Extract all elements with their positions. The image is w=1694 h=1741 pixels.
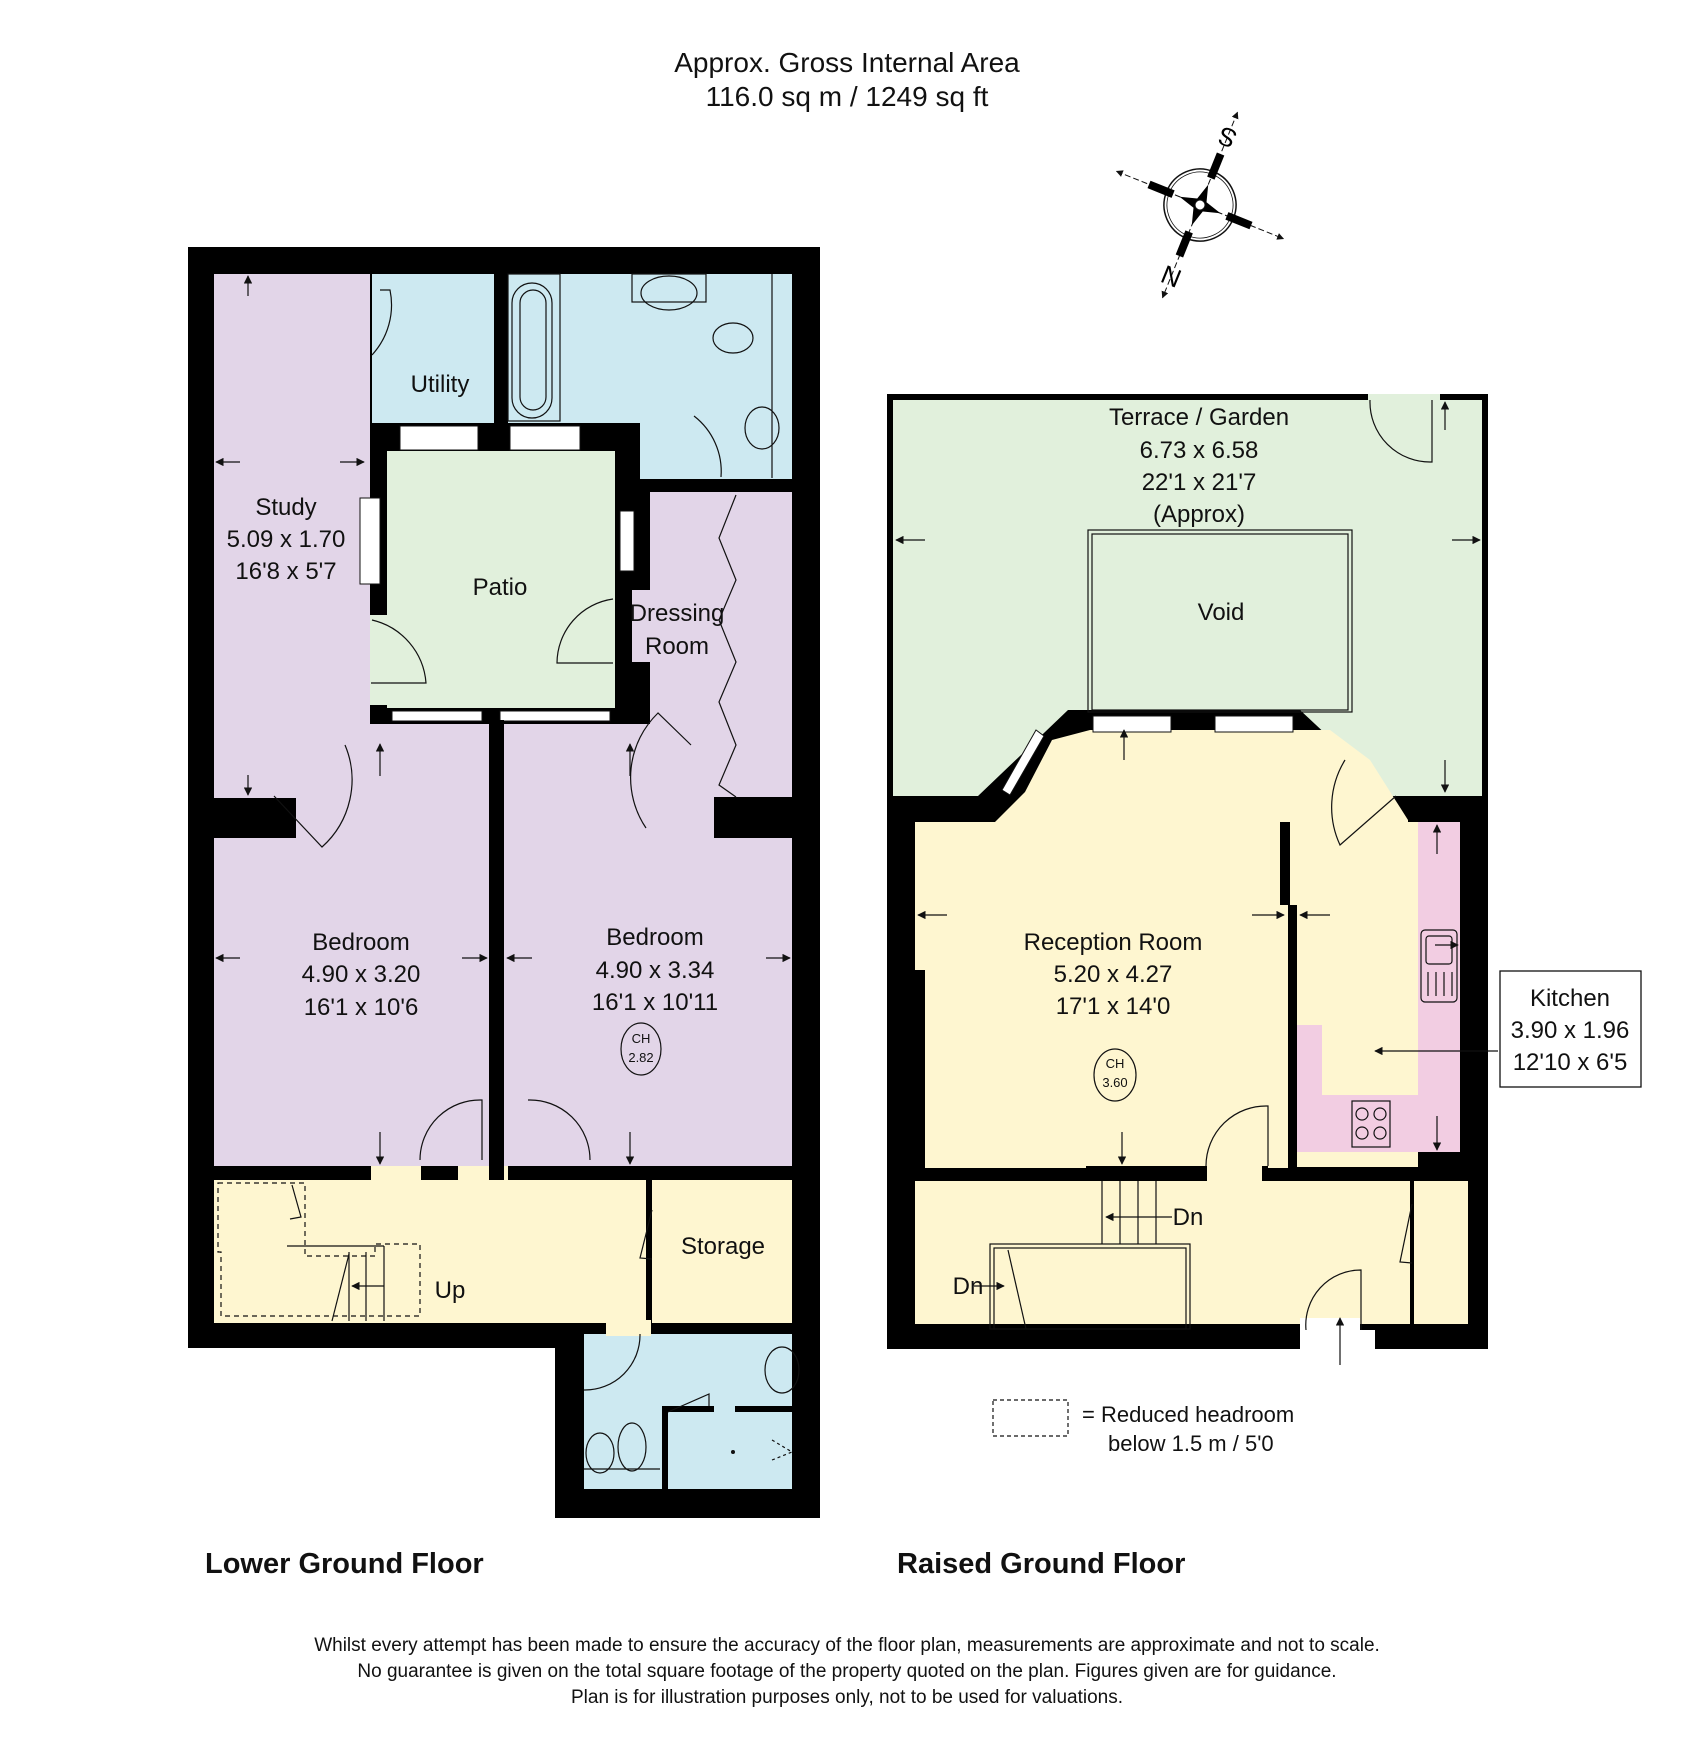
lower-ground-floor-plan: Study 5.09 x 1.70 16'8 x 5'7 Utility Pat… — [188, 247, 820, 1518]
study-name: Study — [255, 494, 316, 521]
ceiling-height-marker — [1093, 1048, 1137, 1102]
legend-line-2: below 1.5 m / 5'0 — [1108, 1431, 1274, 1456]
kitchen-name: Kitchen — [1530, 985, 1610, 1012]
bedroom-2-name: Bedroom — [606, 924, 703, 951]
reception-ch-value: 3.60 — [1102, 1075, 1127, 1090]
reduced-headroom-swatch — [992, 1399, 1069, 1437]
ceiling-height-marker — [620, 1022, 662, 1076]
legend: = Reduced headroom below 1.5 m / 5'0 — [1082, 1400, 1294, 1458]
title-line-2: 116.0 sq m / 1249 sq ft — [705, 81, 989, 112]
legend-line-1: = Reduced headroom — [1082, 1402, 1295, 1427]
stairs-up-label: Up — [435, 1277, 466, 1304]
reception-imperial: 17'1 x 14'0 — [1056, 993, 1171, 1020]
reception-ch-label: CH — [1106, 1056, 1125, 1071]
terrace-note: (Approx) — [1153, 501, 1245, 528]
utility-name: Utility — [411, 371, 470, 398]
raised-ground-floor-plan: Terrace / Garden 6.73 x 6.58 22'1 x 21'7… — [887, 394, 1642, 1365]
gross-internal-area-title: Approx. Gross Internal Area 116.0 sq m /… — [0, 46, 1694, 114]
raised-ground-floor-label: Raised Ground Floor — [897, 1548, 1186, 1580]
bedroom-1-imperial: 16'1 x 10'6 — [304, 994, 419, 1021]
kitchen-metric: 3.90 x 1.96 — [1511, 1017, 1630, 1044]
reception-name: Reception Room — [1024, 929, 1203, 956]
kitchen-imperial: 12'10 x 6'5 — [1513, 1049, 1628, 1076]
storage-name: Storage — [681, 1233, 765, 1260]
room-bedroom-2 — [504, 724, 634, 1166]
room-patio — [387, 451, 615, 708]
disclaimer-line-1: Whilst every attempt has been made to en… — [314, 1635, 1380, 1656]
room-study — [214, 274, 370, 798]
reception-metric: 5.20 x 4.27 — [1054, 961, 1173, 988]
bedroom-2-metric: 4.90 x 3.34 — [596, 957, 715, 984]
compass-south-label: S — [1214, 120, 1241, 154]
terrace-imperial: 22'1 x 21'7 — [1142, 469, 1257, 496]
compass-north-label: N — [1157, 259, 1186, 294]
stairs-down-label-2: Dn — [953, 1273, 984, 1300]
room-utility — [372, 274, 494, 423]
kitchen-callout-box — [1499, 970, 1642, 1088]
room-entrance-hall — [915, 1181, 1410, 1324]
study-imperial: 16'8 x 5'7 — [235, 558, 336, 585]
terrace-metric: 6.73 x 6.58 — [1140, 437, 1259, 464]
bedroom-2-imperial: 16'1 x 10'11 — [592, 989, 718, 1016]
study-metric: 5.09 x 1.70 — [227, 526, 346, 553]
disclaimer: Whilst every attempt has been made to en… — [0, 1633, 1694, 1711]
dressing-room-name-1: Dressing — [630, 600, 725, 627]
terrace-name: Terrace / Garden — [1109, 404, 1289, 431]
room-bedroom-1 — [214, 838, 489, 1166]
stairs-down-label-1: Dn — [1173, 1204, 1204, 1231]
room-lower-hall — [214, 1180, 646, 1323]
bedroom-1-name: Bedroom — [312, 929, 409, 956]
patio-name: Patio — [473, 574, 528, 601]
dressing-room-name-2: Room — [645, 633, 709, 660]
bedroom-2-ch-label: CH — [632, 1031, 651, 1046]
title-line-1: Approx. Gross Internal Area — [674, 47, 1020, 78]
room-bathroom — [508, 274, 792, 423]
room-storage — [652, 1180, 792, 1323]
disclaimer-line-2: No guarantee is given on the total squar… — [357, 1661, 1337, 1682]
void-name: Void — [1198, 599, 1245, 626]
room-reception — [915, 730, 1408, 1168]
bedroom-1-metric: 4.90 x 3.20 — [302, 961, 421, 988]
disclaimer-line-3: Plan is for illustration purposes only, … — [570, 1687, 1123, 1708]
compass-rose-icon: S N — [1115, 111, 1285, 299]
lower-ground-floor-label: Lower Ground Floor — [205, 1548, 484, 1580]
bedroom-2-ch-value: 2.82 — [628, 1050, 653, 1065]
